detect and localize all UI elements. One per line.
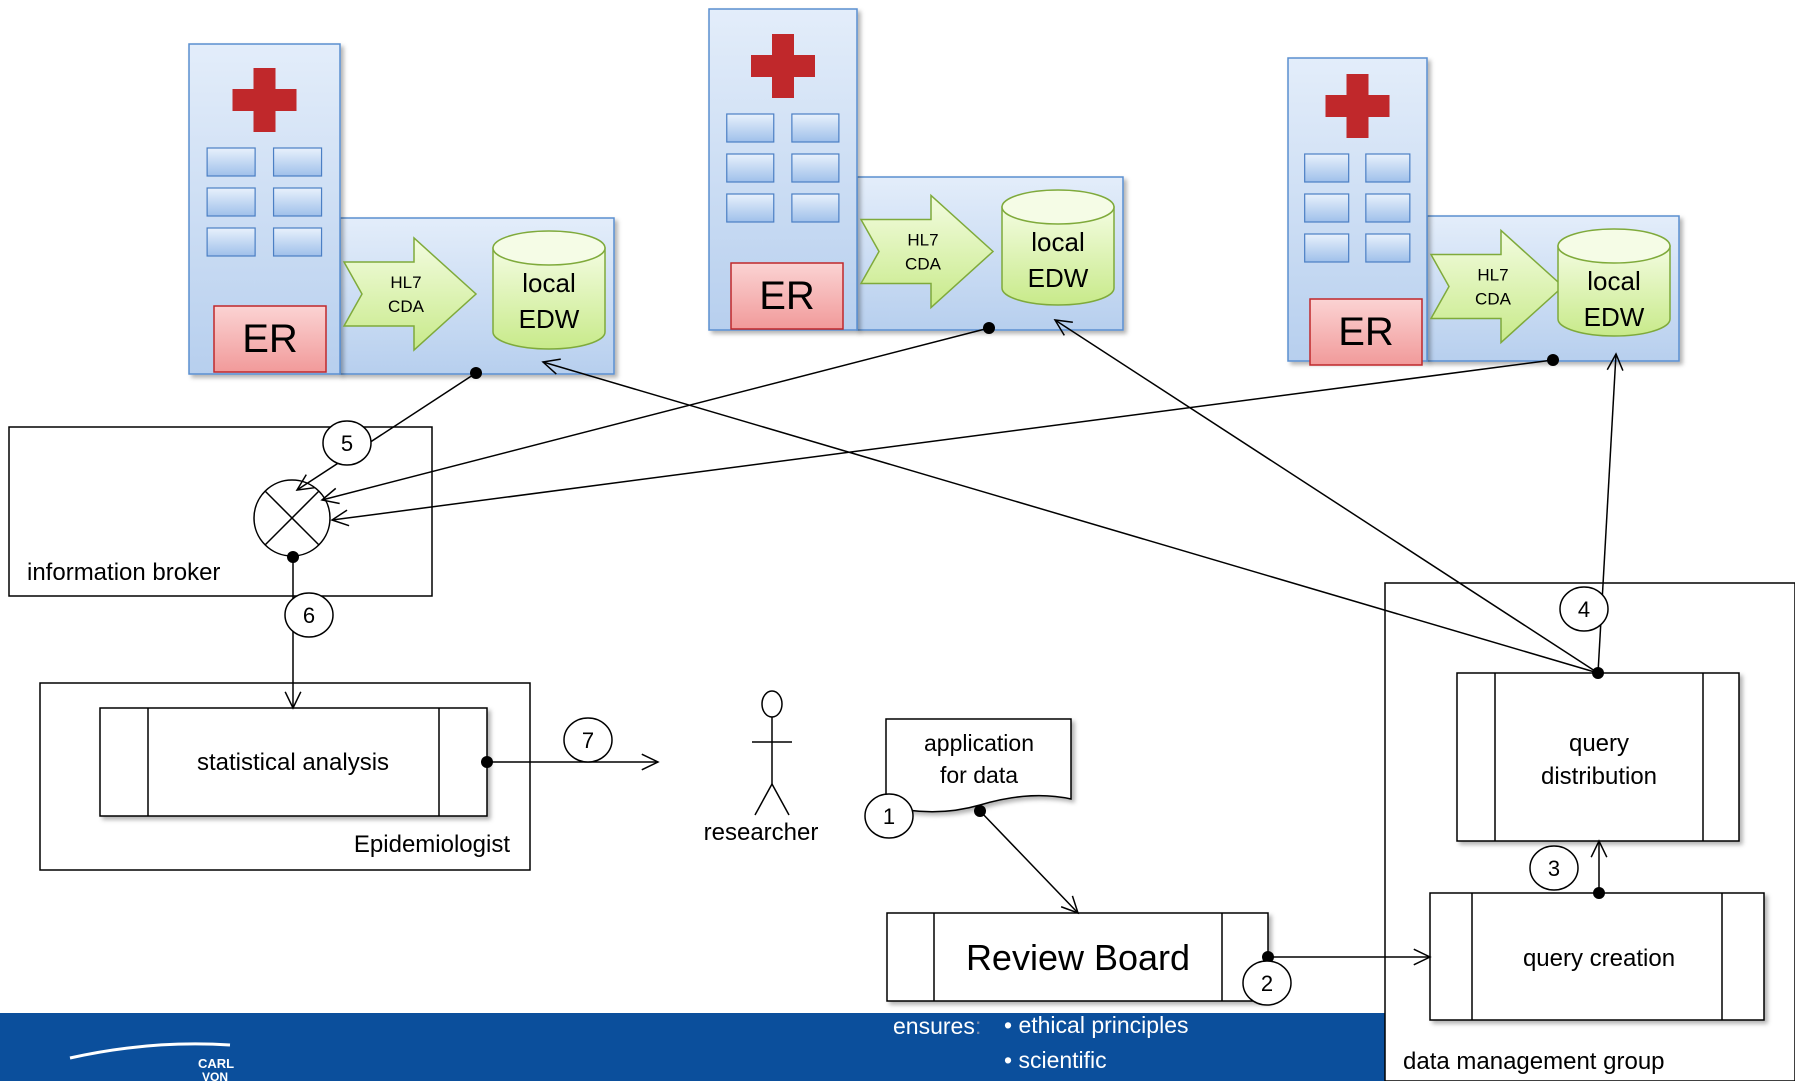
window	[791, 193, 840, 223]
query-distribution-process: query distribution	[1456, 672, 1740, 842]
step-number: 5	[341, 431, 353, 456]
window	[206, 147, 256, 177]
red-cross-icon	[751, 34, 815, 98]
window	[272, 227, 323, 257]
window	[726, 153, 775, 183]
edw-label: EDW	[519, 304, 580, 334]
window	[272, 187, 323, 217]
query-creation-process: query creation	[1429, 892, 1765, 1021]
local-label: local	[1031, 227, 1084, 257]
step-number: 1	[883, 804, 895, 829]
er-label: ER	[1338, 310, 1394, 354]
window	[1365, 193, 1411, 223]
aggregator-icon	[253, 479, 331, 557]
query-distribution-label-line2: distribution	[1541, 763, 1657, 790]
local-edw-database-icon	[1557, 228, 1671, 337]
connector-edw1-to-broker	[295, 367, 482, 491]
local-label: local	[522, 268, 575, 298]
connector-review-board-to-query-creation	[1262, 948, 1432, 966]
hl7-arrow-icon	[342, 236, 478, 352]
cda-label: CDA	[388, 297, 425, 316]
step-7-badge: 7	[563, 717, 613, 763]
hl7-label: HL7	[390, 273, 421, 292]
window	[1365, 153, 1411, 183]
window	[1304, 193, 1350, 223]
window	[726, 113, 775, 143]
connector-edw3-to-broker	[330, 354, 1559, 527]
ensures-colon: :	[975, 1013, 981, 1039]
window	[206, 187, 256, 217]
step-number: 7	[582, 728, 594, 753]
step-number: 2	[1261, 971, 1273, 996]
review-board-process: Review Board	[886, 912, 1269, 1002]
window	[1365, 233, 1411, 263]
epidemiologist-label: Epidemiologist	[354, 831, 510, 858]
cda-label: CDA	[1475, 290, 1512, 309]
step-number: 4	[1578, 597, 1590, 622]
connector-edw2-to-broker	[320, 322, 995, 505]
red-cross-icon	[1325, 74, 1390, 138]
query-creation-label: query creation	[1523, 945, 1675, 972]
connector-broker-to-analysis	[284, 551, 302, 710]
edw-label: EDW	[1584, 302, 1645, 332]
connector-creation-to-distribution	[1590, 839, 1608, 899]
statistical-analysis-process: statistical analysis	[99, 707, 488, 817]
step-1-badge: 1	[864, 793, 914, 839]
window	[1304, 233, 1350, 263]
connector-analysis-to-researcher	[481, 753, 660, 771]
application-label-line2: for data	[940, 762, 1018, 788]
hl7-arrow-icon	[859, 193, 995, 310]
ensures-label: ensures	[893, 1013, 975, 1039]
er-door	[213, 305, 327, 373]
hl7-label: HL7	[907, 231, 938, 250]
bullet-scientific: • scientific	[1004, 1047, 1107, 1073]
application-document: application for data	[885, 718, 1072, 813]
er-label: ER	[242, 317, 298, 361]
logo-text-von: VON	[202, 1070, 228, 1081]
step-3-badge: 3	[1529, 845, 1579, 891]
connector-application-to-review-board	[974, 805, 1080, 915]
application-label-line1: application	[924, 730, 1034, 756]
query-distribution-label-line1: query	[1569, 730, 1629, 757]
window	[791, 153, 840, 183]
step-4-badge: 4	[1559, 586, 1609, 632]
local-edw-database-icon	[492, 230, 606, 350]
window	[272, 147, 323, 177]
logo-text-carl: CARL	[198, 1056, 234, 1071]
local-edw-database-icon	[1001, 189, 1115, 306]
data-management-label: data management group	[1403, 1048, 1665, 1075]
step-number: 6	[303, 603, 315, 628]
information-broker-label: information broker	[27, 559, 220, 586]
er-door	[1309, 298, 1423, 366]
statistical-analysis-label: statistical analysis	[197, 749, 389, 776]
window	[791, 113, 840, 143]
local-label: local	[1587, 266, 1640, 296]
cda-label: CDA	[905, 255, 942, 274]
step-number: 3	[1548, 856, 1560, 881]
step-6-badge: 6	[284, 592, 334, 638]
window	[1304, 153, 1350, 183]
edw-label: EDW	[1028, 263, 1089, 293]
hl7-label: HL7	[1477, 266, 1508, 285]
step-2-badge: 2	[1242, 960, 1292, 1006]
window	[206, 227, 256, 257]
hl7-arrow-icon	[1429, 228, 1565, 345]
red-cross-icon	[232, 68, 297, 132]
researcher-label: researcher	[704, 819, 819, 846]
review-board-label: Review Board	[966, 937, 1190, 978]
university-logo: CARL VON	[69, 1042, 234, 1081]
er-door	[730, 262, 844, 330]
er-label: ER	[759, 274, 815, 318]
connector-distribution-to-edw2	[1053, 319, 1599, 674]
bullet-ethical-principles: • ethical principles	[1004, 1012, 1188, 1038]
window	[726, 193, 775, 223]
researcher-actor-icon	[752, 690, 792, 816]
step-5-badge: 5	[322, 420, 372, 466]
